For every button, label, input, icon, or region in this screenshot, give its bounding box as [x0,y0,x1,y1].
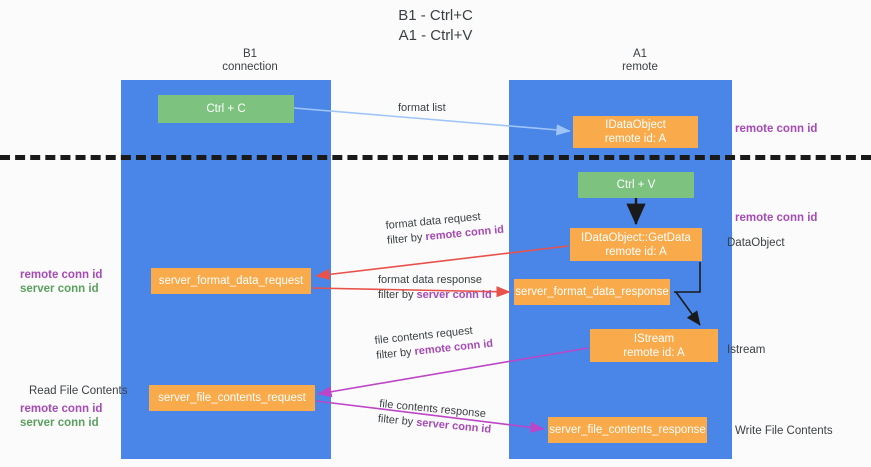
annotation-istream: Istream [727,344,766,356]
node-server-format-data-response[interactable]: server_format_data_response [514,279,670,305]
annotation-read-file-contents: Read File Contents [29,385,128,397]
column-header-a1: A1 remote [540,48,740,74]
column-header-b1: B1 connection [150,48,350,74]
annotation-write-file-contents: Write File Contents [735,425,833,437]
annotation-left-server-conn-id-bottom: server conn id [20,417,99,429]
node-idataobject-getdata[interactable]: IDataObject::GetData remote id: A [570,228,702,261]
page-title-line-2: A1 - Ctrl+V [398,27,473,44]
node-server-file-contents-response[interactable]: server_file_contents_response [548,417,707,443]
edge-label-format-data-response-text: format data response [378,274,482,286]
page-title: B1 - Ctrl+C A1 - Ctrl+V [0,6,871,46]
node-istream-label: IStream [633,332,675,345]
node-ctrl-c[interactable]: Ctrl + C [158,95,294,123]
node-server-file-contents-request-label: server_file_contents_request [158,392,306,404]
node-idataobject[interactable]: IDataObject remote id: A [573,116,698,148]
node-server-format-data-request-label: server_format_data_request [158,275,304,287]
column-header-a1-name: A1 [632,48,648,60]
edge-label-file-contents-request: file contents request filter by remote c… [374,322,494,364]
column-header-b1-role: connection [222,61,278,73]
filter-prefix: filter by [377,412,417,429]
column-header-a1-role: remote [622,61,658,73]
annotation-dataobject: DataObject [727,237,785,249]
node-server-format-data-request[interactable]: server_format_data_request [151,268,311,294]
filter-key-server-conn-id: server conn id [416,289,492,301]
annotation-left-server-conn-id-mid: server conn id [20,283,99,295]
edge-label-format-list-text: format list [398,102,446,114]
annotation-right-remote-conn-id-2: remote conn id [735,212,818,224]
annotation-left-conn-ids-bottom: remote conn id server conn id [20,402,102,430]
node-idataobject-sub: remote id: A [604,133,667,145]
node-server-file-contents-request[interactable]: server_file_contents_request [149,385,315,411]
edge-label-format-data-request: format data request filter by remote con… [385,208,505,249]
node-istream-sub: remote id: A [623,346,685,359]
node-idataobject-getdata-sub: remote id: A [605,245,667,258]
page-title-line-1: B1 - Ctrl+C [398,7,473,24]
column-header-b1-name: B1 [242,48,258,60]
edge-label-format-data-response-filter: filter by server conn id [378,288,492,303]
edge-label-file-contents-response: file contents response filter by server … [377,397,493,438]
filter-prefix: filter by [375,345,416,362]
filter-prefix: filter by [378,289,417,301]
node-idataobject-label: IDataObject [605,119,666,131]
annotation-right-remote-conn-id-1: remote conn id [735,123,818,135]
filter-prefix: filter by [386,231,427,247]
node-idataobject-getdata-label: IDataObject::GetData [581,231,691,244]
edge-label-format-data-response: format data response filter by server co… [378,273,492,303]
node-server-format-data-response-label: server_format_data_response [515,286,669,298]
phase-divider [0,155,871,160]
node-ctrl-v[interactable]: Ctrl + V [578,172,694,198]
annotation-left-remote-conn-id-bottom: remote conn id [20,403,103,415]
node-istream[interactable]: IStream remote id: A [590,329,718,362]
node-ctrl-v-label: Ctrl + V [616,179,656,191]
annotation-left-remote-conn-id-mid: remote conn id [20,269,103,281]
edge-label-format-list: format list [398,101,446,116]
node-server-file-contents-response-label: server_file_contents_response [549,424,706,436]
annotation-left-conn-ids-mid: remote conn id server conn id [20,268,102,296]
node-ctrl-c-label: Ctrl + C [206,103,246,115]
